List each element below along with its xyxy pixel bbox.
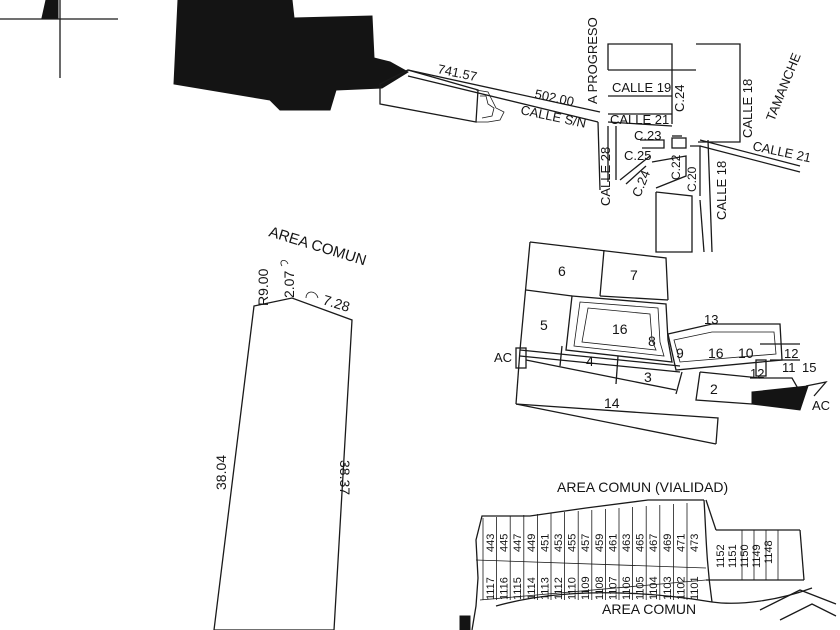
- lot-number: 1110: [567, 577, 579, 600]
- subdivision-title: AREA COMUN (VIALIDAD): [557, 479, 728, 495]
- lot-number: 1106: [621, 576, 633, 600]
- lot-number: 7: [630, 267, 638, 283]
- lot-number: 1114: [526, 577, 538, 600]
- lot-number: 457: [580, 534, 592, 552]
- lot-number: 459: [594, 534, 606, 552]
- c22-label: C.22: [669, 154, 683, 180]
- lot-number: 467: [648, 534, 660, 552]
- calle-18-top-label: CALLE 18: [740, 79, 755, 138]
- lot-number: 12: [784, 346, 798, 361]
- lot-number: 453: [553, 534, 565, 552]
- c25-label: C.25: [624, 148, 651, 163]
- subdivision-common-area-label: AREA COMUN: [602, 601, 696, 617]
- lot-number: 4: [586, 353, 594, 369]
- arc-length-label-1: 2.07: [281, 271, 297, 298]
- lot-number: 471: [675, 534, 687, 552]
- right-side-length: 38.37: [337, 460, 353, 495]
- lot-number: 1102: [675, 576, 687, 600]
- common-area-parcel: AREA COMUN R9.00 2.07 7.28 38.04 38.37: [213, 224, 368, 630]
- c24-low-label: C.24: [629, 168, 653, 199]
- lot-number: 1107: [607, 576, 619, 600]
- lot-number: 1149: [751, 544, 763, 568]
- lot-number: 473: [689, 534, 701, 552]
- calle-19-label: CALLE 19: [612, 80, 671, 95]
- lot-number: 1115: [512, 577, 524, 600]
- lot-number: 455: [567, 534, 579, 552]
- calle-18-low-label: CALLE 18: [714, 161, 729, 220]
- lot-block: [515, 241, 828, 445]
- lot-number: 1103: [662, 576, 674, 600]
- ac-label-right: AC: [812, 398, 830, 413]
- lot-number: 3: [644, 369, 652, 385]
- c24-top-label: C.24: [672, 85, 687, 112]
- radius-label: R9.00: [255, 268, 271, 306]
- arc-length-label-2: 7.28: [321, 292, 352, 315]
- lot-number: 12: [750, 366, 764, 381]
- calle-21-top-label: CALLE 21: [610, 112, 669, 127]
- lot-number: 1104: [648, 576, 660, 600]
- lot-number: 1151: [727, 544, 739, 568]
- lot-number: 9: [676, 345, 684, 361]
- a-progreso-label: A PROGRESO: [585, 17, 600, 104]
- lot-number: 1148: [763, 540, 775, 564]
- lot-number: 16: [708, 345, 724, 361]
- lot-number: 443: [485, 534, 497, 552]
- lot-number: 16: [612, 321, 628, 337]
- left-side-length: 38.04: [213, 455, 229, 490]
- lot-number: 14: [604, 395, 620, 411]
- lot-number: 1152: [715, 544, 727, 568]
- lot-number: 447: [512, 534, 524, 552]
- town-grid: [597, 43, 801, 253]
- lot-number: 1109: [580, 576, 592, 600]
- lot-number: 465: [635, 534, 647, 552]
- c20-label: C.20: [685, 166, 699, 192]
- lot-numbers: 6 7 5 16 8 13 9 16 10 12 4 3 12 11 15 2 …: [494, 263, 830, 413]
- lot-number: 1105: [635, 576, 647, 600]
- lot-number: 463: [621, 534, 633, 552]
- lot-number: 6: [558, 263, 566, 279]
- lot-number: 8: [648, 333, 656, 349]
- lot-number: 5: [540, 317, 548, 333]
- subdivision-lots: AREA COMUN (VIALIDAD) AREA COMUN: [459, 479, 837, 630]
- dark-hatched-area: [173, 0, 409, 111]
- lot-number: 469: [662, 534, 674, 552]
- lot-number: 2: [710, 381, 718, 397]
- lot-dividers: [482, 503, 688, 600]
- parcel-title: AREA COMUN: [267, 224, 368, 270]
- road-parcel-outline: [379, 69, 505, 123]
- lot-number: 1112: [553, 577, 565, 600]
- north-cross-marker: [0, 0, 118, 78]
- calle-28-label: CALLE 28: [598, 147, 613, 206]
- lot-number: 1150: [739, 544, 751, 568]
- lot-number: 451: [539, 534, 551, 552]
- tamanche-label: TAMANCHE: [763, 50, 804, 123]
- lot-number: 13: [704, 312, 718, 327]
- lot-number: 1101: [689, 576, 701, 600]
- lot-number: 11: [782, 360, 796, 375]
- lot-number: 445: [499, 534, 511, 552]
- lot-number: 1113: [539, 577, 551, 600]
- lot-number: 449: [526, 534, 538, 552]
- c23-label: C.23: [634, 128, 661, 143]
- lot-number: 1108: [594, 576, 606, 600]
- ac-label-left: AC: [494, 350, 512, 365]
- main-road-calle-sn: [407, 69, 601, 123]
- lot-number: 1117: [485, 577, 497, 600]
- lot-number: 1116: [499, 577, 511, 600]
- road-labels: 741.57 502.00 CALLE S/N A PROGRESO TAMAN…: [436, 17, 812, 220]
- lot-number: 10: [738, 345, 754, 361]
- lot-number: 15: [802, 360, 816, 375]
- lot-number: 461: [607, 534, 619, 552]
